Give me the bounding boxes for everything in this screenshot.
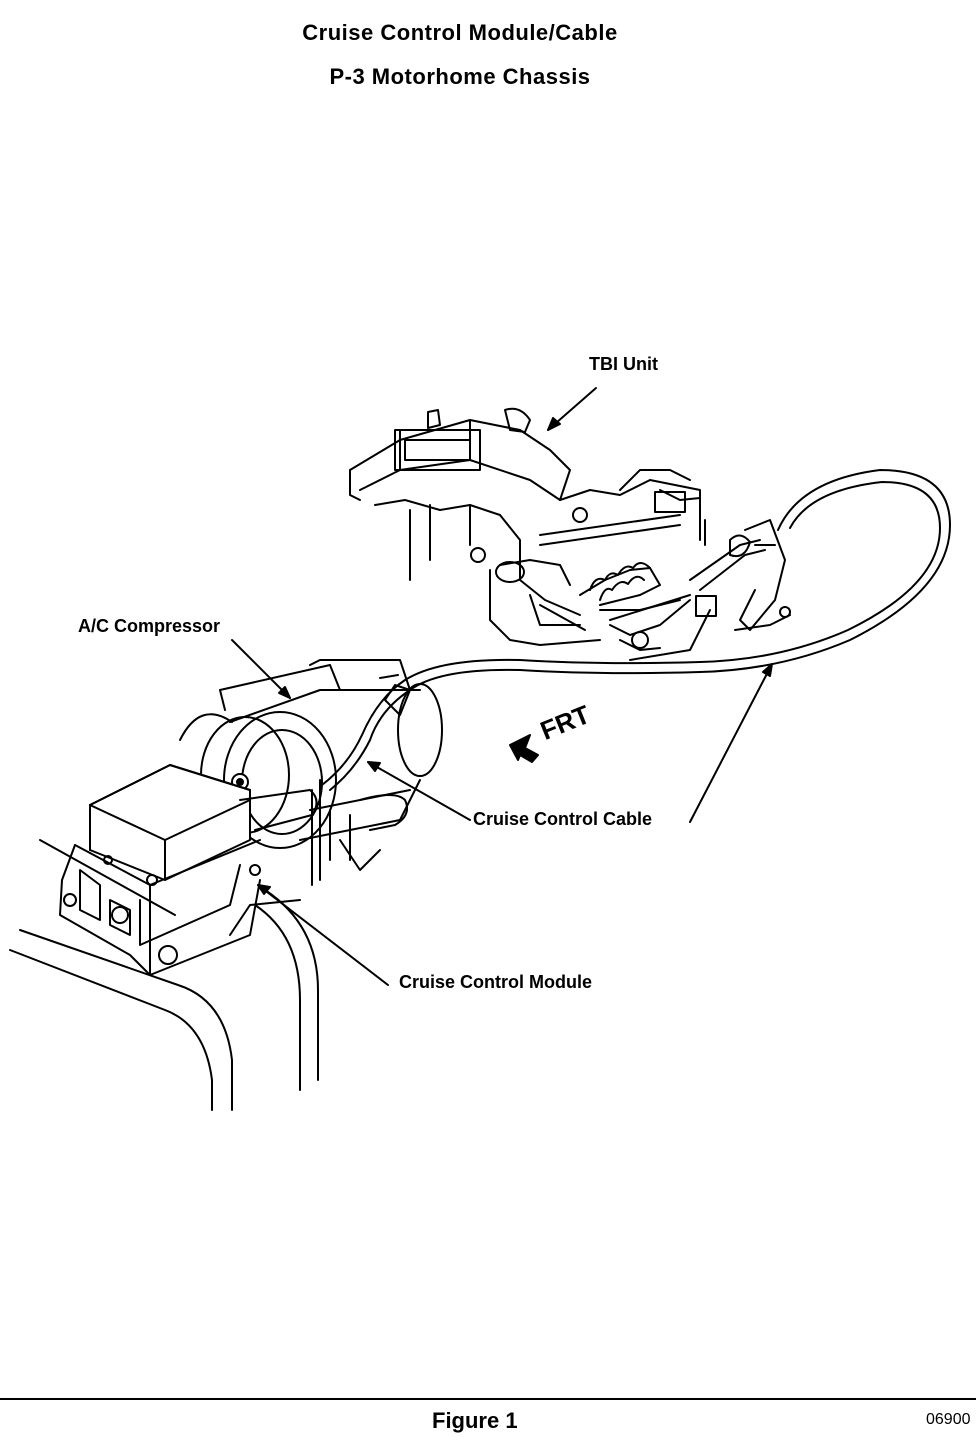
diagram-title: Cruise Control Module/Cable	[302, 20, 618, 45]
figure-caption: Figure 1	[432, 1408, 518, 1433]
diagram-subtitle: P-3 Motorhome Chassis	[329, 64, 591, 89]
tbi-unit	[349, 407, 791, 661]
cruise-control-module-label: Cruise Control Module	[399, 972, 592, 992]
cruise-control-cable-label: Cruise Control Cable	[473, 809, 653, 829]
leader-lines	[231, 387, 773, 986]
front-arrow-icon	[509, 734, 539, 763]
ac-compressor-label: A/C Compressor	[78, 616, 221, 636]
document-code: 06900	[926, 1411, 971, 1428]
cruise-control-cable-line	[321, 469, 951, 791]
tbi-unit-label: TBI Unit	[589, 354, 658, 374]
cruise-control-module	[59, 764, 318, 976]
footer-rule	[0, 1398, 976, 1400]
cruise-control-illustration	[9, 387, 951, 1111]
